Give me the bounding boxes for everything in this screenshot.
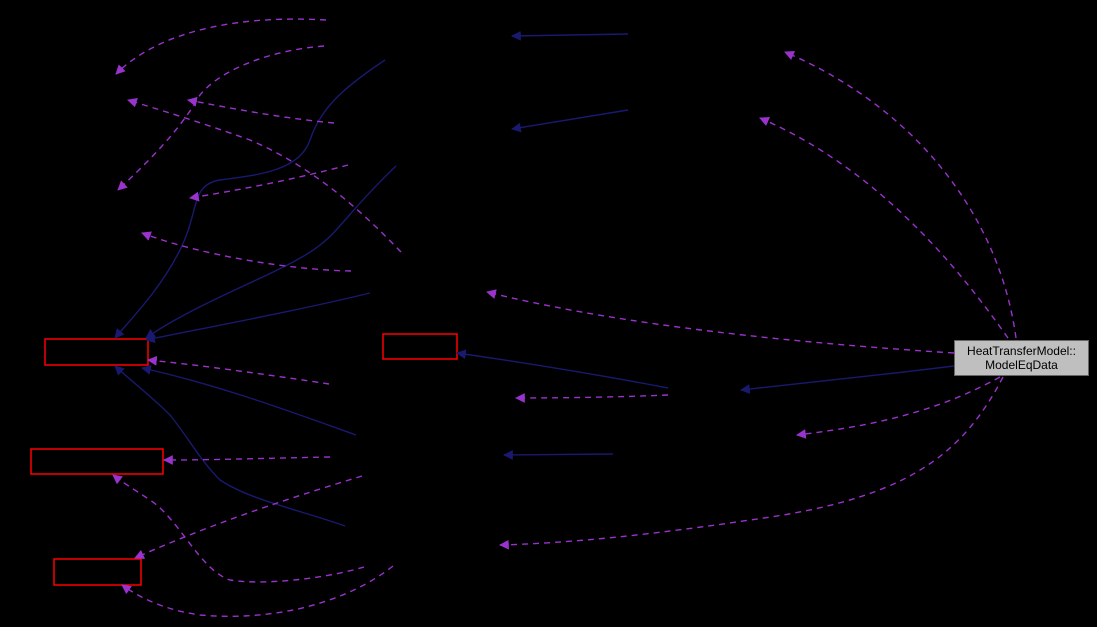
dashed-edge — [486, 289, 955, 354]
dashed-edge — [515, 393, 669, 403]
class-node-3[interactable] — [30, 448, 164, 475]
solid-edge — [740, 365, 955, 394]
dashed-edge — [784, 50, 1017, 339]
dashed-edge — [115, 18, 327, 75]
solid-edge — [145, 165, 397, 339]
main-class-name-line2: ModelEqData — [985, 358, 1058, 372]
dashed-edge — [141, 231, 352, 272]
dashed-edge — [499, 376, 1004, 550]
solid-edge — [456, 349, 669, 389]
dashed-edge — [112, 474, 365, 583]
dashed-edge — [163, 455, 331, 465]
class-node-2[interactable] — [382, 333, 458, 360]
dashed-edge — [759, 117, 1009, 339]
dashed-edge — [189, 164, 349, 202]
main-class-name-line1: HeatTransferModel:: — [967, 344, 1076, 358]
solid-edge — [141, 365, 357, 436]
solid-edge — [511, 30, 629, 41]
dashed-edge — [187, 96, 335, 124]
dashed-edge — [134, 475, 363, 559]
solid-edge — [503, 450, 614, 460]
main-class-node[interactable]: HeatTransferModel:: ModelEqData — [954, 340, 1089, 376]
dashed-edge — [117, 45, 325, 191]
dashed-edge — [127, 97, 402, 253]
dashed-edge — [796, 376, 1001, 439]
dashed-edge — [121, 565, 394, 617]
solid-edge — [114, 59, 386, 339]
solid-edge — [511, 109, 629, 133]
class-node-4[interactable] — [53, 558, 142, 586]
solid-edge — [145, 292, 371, 344]
solid-edge — [114, 365, 346, 527]
class-node-1[interactable] — [44, 338, 149, 366]
dashed-edge — [147, 355, 330, 385]
